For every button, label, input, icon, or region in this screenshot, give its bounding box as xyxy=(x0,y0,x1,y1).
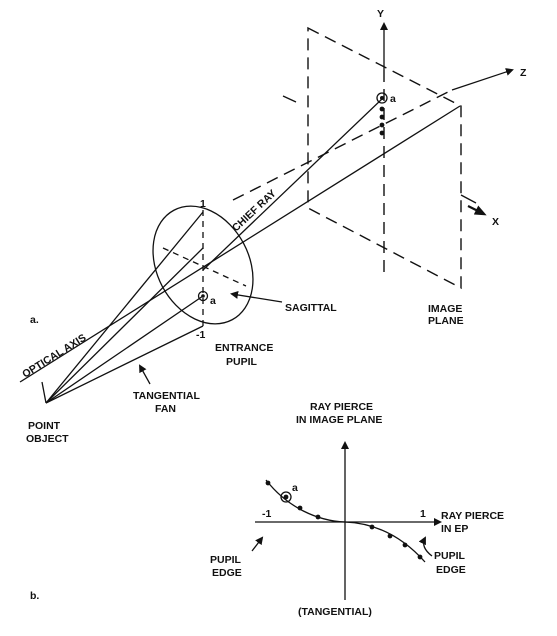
image-dot-2 xyxy=(379,114,385,120)
curve-point-a-ring xyxy=(280,491,292,503)
x-axis-arrow xyxy=(467,205,487,216)
pupil-point-a-label: a xyxy=(210,295,216,307)
plot-y-label-1: RAY PIERCE xyxy=(310,401,373,413)
pupil-point-a-dot xyxy=(201,294,205,298)
fan-ray-3 xyxy=(45,295,204,404)
plot-x-min-label: -1 xyxy=(262,508,271,520)
part-a-3d-diagram: Y Z X CHIEF RAY OPTICAL AXIS 1 -1 a a SA… xyxy=(19,8,527,445)
curve-dot xyxy=(417,554,423,560)
sagittal-leader xyxy=(230,290,283,303)
plot-point-a-label: a xyxy=(292,482,298,494)
z-axis-arrow xyxy=(451,68,514,91)
image-plane-label-2: PLANE xyxy=(428,315,464,327)
pupil-edge-left-label-2: EDGE xyxy=(212,567,242,579)
image-plane-tick-right xyxy=(460,194,477,204)
point-object-label-2: OBJECT xyxy=(26,433,69,445)
curve-dot xyxy=(315,514,321,520)
tangential-fan-label-2: FAN xyxy=(155,403,176,415)
image-plane-outline xyxy=(307,26,462,290)
entrance-pupil-ellipse xyxy=(152,205,254,325)
plot-x-label-1: RAY PIERCE xyxy=(441,510,504,522)
curve-dot xyxy=(402,542,408,548)
axis-x-label: X xyxy=(492,216,499,228)
pupil-edge-right-label-2: EDGE xyxy=(436,564,466,576)
pupil-bottom-label: -1 xyxy=(196,329,205,341)
plot-x-max-label: 1 xyxy=(420,508,426,520)
image-plane-label-1: IMAGE xyxy=(428,303,462,315)
image-dot-4 xyxy=(379,130,385,136)
axis-z-label: Z xyxy=(520,67,527,79)
fan-ray-bottom xyxy=(45,325,204,404)
part-a-panel-label: a. xyxy=(30,314,39,326)
curve-dot xyxy=(265,480,271,486)
image-point-a-dot xyxy=(380,96,384,100)
plot-x-label-2: IN EP xyxy=(441,523,468,535)
tangential-fan-leader xyxy=(139,364,151,385)
image-point-a-label: a xyxy=(390,93,396,105)
part-b-panel-label: b. xyxy=(30,590,39,602)
fan-ray-top xyxy=(45,211,204,404)
part-b-ray-fan-plot: RAY PIERCE IN IMAGE PLANE RAY PIERCE IN … xyxy=(30,401,504,618)
entrance-pupil-label-2: PUPIL xyxy=(226,356,258,368)
curve-dot xyxy=(387,533,393,539)
image-plane-z-extension xyxy=(232,89,453,201)
plot-y-label-2: IN IMAGE PLANE xyxy=(296,414,382,426)
tangential-fan-label-1: TANGENTIAL xyxy=(133,390,200,402)
image-plane xyxy=(232,26,477,290)
pupil-point-a-ring xyxy=(197,290,209,302)
optical-axis-line xyxy=(19,105,461,383)
fan-ray-2 xyxy=(45,247,204,404)
pupil-edge-right-label-1: PUPIL xyxy=(434,550,466,562)
tangential-fan xyxy=(41,211,204,404)
pupil-edge-right-leader xyxy=(418,536,433,557)
chief-ray-line xyxy=(202,98,383,271)
object-stub xyxy=(41,381,47,404)
sagittal-label: SAGITTAL xyxy=(285,302,337,314)
curve-dot xyxy=(369,524,375,530)
chief-ray-label: CHIEF RAY xyxy=(230,187,279,234)
optical-axis-label: OPTICAL AXIS xyxy=(20,332,88,381)
pupil-edge-left-label-1: PUPIL xyxy=(210,554,242,566)
image-point-a-ring xyxy=(376,92,388,104)
image-plane-tick-left xyxy=(282,95,297,103)
pupil-edge-left-leader xyxy=(251,536,264,552)
plot-caption: (TANGENTIAL) xyxy=(298,606,372,618)
pupil-top-label: 1 xyxy=(200,198,206,210)
image-dot-1 xyxy=(379,106,385,112)
entrance-pupil-label-1: ENTRANCE xyxy=(215,342,273,354)
axis-y-label: Y xyxy=(377,8,384,20)
curve-point-a-dot xyxy=(283,494,289,500)
curve-dot xyxy=(297,505,303,511)
image-dot-3 xyxy=(379,122,385,128)
point-object-label-1: POINT xyxy=(28,420,61,432)
